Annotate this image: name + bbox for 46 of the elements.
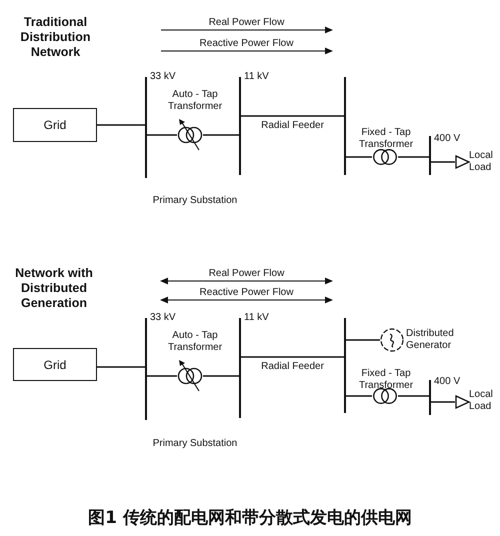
diagram-label: Reactive Power Flow	[198, 287, 294, 299]
connector-line	[240, 115, 345, 117]
connector-line	[203, 134, 240, 136]
section-heading: Traditional Distribution Network	[19, 15, 92, 60]
component-label: 400 V	[434, 133, 462, 145]
component-label: Distributed Generator	[406, 328, 455, 352]
diagram-label: Real Power Flow	[208, 268, 286, 280]
diagram-label: Reactive Power Flow	[198, 38, 294, 50]
component-label: 11 kV	[244, 312, 270, 324]
section-heading: Network with Distributed Generation	[14, 266, 94, 311]
component-label: Local Load	[469, 389, 494, 413]
connector-line	[430, 161, 455, 163]
component-label: Fixed - Tap Transformer	[358, 368, 414, 392]
transformer-symbol	[177, 360, 203, 392]
component-label: 400 V	[434, 376, 462, 388]
diagram-label: Primary Substation	[152, 195, 238, 207]
connector-line	[398, 395, 430, 397]
transformer-symbol	[177, 119, 203, 151]
connector-line	[430, 401, 455, 403]
connector-line	[345, 339, 380, 341]
connector-line	[398, 156, 430, 158]
transformer-symbol	[372, 149, 398, 165]
connector-line	[97, 124, 146, 126]
connector-line	[203, 375, 240, 377]
load-triangle	[455, 395, 470, 409]
caption: 图1 传统的配电网和带分散式发电的供电网	[87, 507, 413, 529]
component-label: Local Load	[469, 150, 494, 174]
component-label: Auto - Tap Transformer	[166, 330, 224, 354]
generator-symbol	[380, 328, 404, 352]
component-label: Fixed - Tap Transformer	[358, 127, 414, 151]
diagram-label: Real Power Flow	[208, 17, 286, 29]
connector-line	[97, 366, 146, 368]
component-label: 33 kV	[150, 71, 177, 83]
diagram-label: Primary Substation	[152, 438, 238, 450]
component-label: 33 kV	[150, 312, 177, 324]
connector-line	[240, 356, 345, 358]
transformer-symbol	[372, 388, 398, 404]
component-label: 11 kV	[244, 71, 270, 83]
grid-box: Grid	[13, 108, 97, 142]
component-label: Auto - Tap Transformer	[166, 89, 224, 113]
connector-line	[146, 134, 177, 136]
grid-box: Grid	[13, 348, 97, 381]
edge-label: Radial Feeder	[260, 120, 325, 132]
edge-label: Radial Feeder	[260, 361, 325, 373]
load-triangle	[455, 155, 470, 169]
connector-line	[146, 375, 177, 377]
